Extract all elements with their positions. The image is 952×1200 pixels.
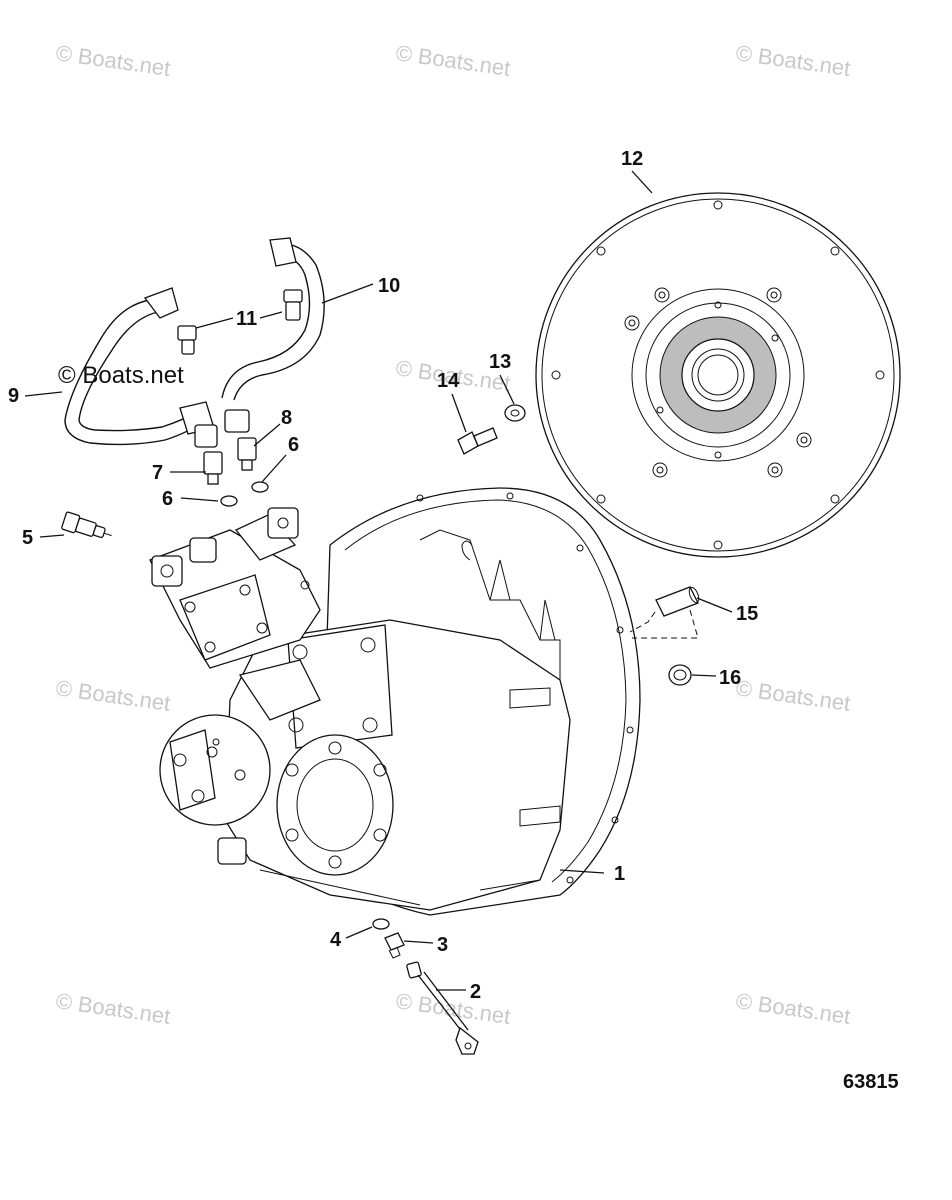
drawing-number: 63815 [843, 1071, 899, 1093]
fitting-part-7 [203, 451, 223, 485]
bolt-part-14 [457, 427, 498, 455]
callout-12: 12 [621, 148, 643, 170]
callout-1: 1 [614, 863, 625, 885]
watermark: © Boats.net [54, 40, 172, 81]
watermark: © Boats.net [734, 988, 852, 1029]
callout-8: 8 [281, 407, 292, 429]
temp-sender-part-2 [406, 961, 479, 1055]
callout-3: 3 [437, 934, 448, 956]
callout-6b: 6 [162, 488, 173, 510]
oil-pump [159, 714, 271, 826]
valve-block [149, 507, 321, 721]
plug-part-16 [668, 664, 692, 686]
watermark-dark: © Boats.net [58, 362, 184, 389]
dowel-pin-part-15 [629, 586, 700, 639]
callout-4: 4 [330, 929, 342, 951]
washer-part-13 [504, 404, 526, 422]
callout-15: 15 [736, 603, 758, 625]
callout-labels: 1 2 3 4 5 6 6 7 8 9 10 11 12 13 14 15 16 [8, 148, 758, 1003]
watermark: © Boats.net [54, 675, 172, 716]
sender-part-5 [61, 511, 112, 539]
watermark: © Boats.net [54, 988, 172, 1029]
o-ring-part-4 [372, 918, 390, 930]
callout-7: 7 [152, 462, 163, 484]
callout-2: 2 [470, 981, 481, 1003]
callout-13: 13 [489, 351, 511, 373]
leader-lines [24, 170, 733, 991]
watermark: © Boats.net [394, 40, 512, 81]
watermark: © Boats.net [734, 40, 852, 81]
callout-5: 5 [22, 527, 33, 549]
callout-14: 14 [437, 370, 460, 392]
callout-11: 11 [236, 308, 257, 330]
hose-part-10 [221, 237, 325, 433]
fitting-part-3 [384, 932, 405, 959]
watermark: © Boats.net [394, 988, 512, 1029]
callout-9: 9 [8, 385, 19, 407]
callout-6a: 6 [288, 434, 299, 456]
callout-10: 10 [378, 275, 400, 297]
fitting-part-8 [237, 437, 257, 471]
hose-part-9 [64, 287, 218, 448]
fitting-part-11 [177, 289, 303, 355]
o-ring-part-6 [220, 495, 238, 507]
watermark: © Boats.net [734, 675, 852, 716]
damper-plate-part-12 [535, 192, 901, 558]
callout-16: 16 [719, 667, 741, 689]
o-ring-part-6 [251, 481, 269, 493]
